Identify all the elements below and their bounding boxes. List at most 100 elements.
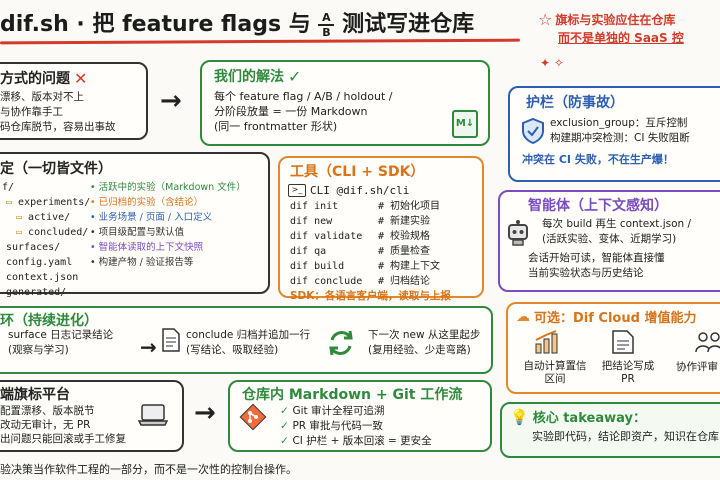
solution-line3: (同一 frontmatter 形状) (214, 120, 338, 133)
star-icon: ☆ (538, 10, 553, 29)
problem-item: 码仓库脱节，容易出事故 (0, 121, 116, 133)
cloud-item: 自动计算置信区间 (523, 360, 587, 385)
fraction-top: A (322, 11, 331, 24)
file-tree-item: context.json (2, 270, 90, 285)
folder-tree-item: ▭ concluded/ (2, 225, 90, 240)
problem-item: 与协作靠手工 (0, 106, 63, 118)
command-row: dif validate# 校验规格 (290, 229, 482, 244)
guardrail-item: 构建期冲突检测：CI 失败阻断 (550, 132, 690, 144)
solution-box: 我们的解法 ✓ 每个 feature flag / A/B / holdout … (200, 60, 490, 146)
command-name: dif qa (290, 246, 327, 257)
takeaway-heading: 核心 takeaway： (532, 411, 646, 426)
tree-label: surfaces/ (6, 242, 61, 253)
platform-item: 出问题只能回滚或手工修复 (0, 433, 126, 445)
file-tree-item: f/ (2, 180, 90, 195)
command-description: # 质量检查 (378, 246, 431, 257)
loop-step3-line2: (复用经验、少走弯路) (368, 344, 471, 356)
bullet-dot-icon: • (90, 257, 99, 268)
check-icon: ✓ (280, 405, 293, 417)
tools-box: 工具（CLI + SDK） >_ CLI @dif.sh/cli dif ini… (278, 156, 484, 302)
title-part2: 测试写进仓库 (342, 12, 475, 37)
file-note-label: 活跃中的实验（Markdown 文件） (98, 182, 246, 193)
shield-icon (522, 117, 544, 148)
tree-label: concluded/ (28, 227, 89, 238)
workflow-item-label: CI 护栏 + 版本回滚 = 更安全 (292, 435, 432, 447)
tagline-line1: 旗标与实验应住在仓库 (555, 13, 676, 27)
cloud-item: 协作评审 (676, 361, 718, 373)
file-tree-item: config.yaml (2, 255, 90, 270)
file-note-label: 业务场景 / 页面 / 入口定义 (98, 212, 213, 223)
sparkle-icon: ✦ ✧ (540, 56, 564, 70)
workflow-item: ✓ PR 审批与代码一致 (280, 419, 490, 434)
folder-tree-item: ▭ active/ (2, 210, 90, 225)
file-note: • 业务场景 / 页面 / 入口定义 (90, 210, 246, 225)
folder-icon: ▭ (16, 212, 29, 223)
tagline-line2: 而不是单独的 SaaS 控 (558, 31, 684, 45)
command-description: # 校验规格 (378, 231, 431, 242)
arrow-right-icon: → (140, 335, 157, 359)
workflow-heading: 仓库内 Markdown + Git 工作流 (242, 387, 463, 403)
loop-step1-line1: surface 日志记录结论 (8, 329, 114, 341)
workflow-box: 仓库内 Markdown + Git 工作流 ✓ Git 审计全程可追溯✓ PR… (228, 380, 492, 452)
tools-heading: 工具（CLI + SDK） (290, 164, 425, 180)
command-name: dif build (290, 261, 345, 272)
command-row: dif qa # 质量检查 (290, 244, 482, 259)
title-part1: dif.sh · 把 feature flags 与 (0, 12, 311, 37)
fraction-bottom: B (322, 26, 331, 39)
workflow-item-label: Git 审计全程可追溯 (292, 405, 385, 417)
bullet-dot-icon: • (90, 182, 99, 193)
tree-label: f/ (2, 182, 15, 193)
refresh-cycle-icon (326, 328, 356, 362)
cli-title: CLI @dif.sh/cli (310, 184, 410, 197)
command-description: # 构建上下文 (378, 261, 441, 272)
loop-step1-line2: (观察与学习) (8, 344, 69, 356)
workflow-item: ✓ CI 护栏 + 版本回滚 = 更安全 (280, 434, 490, 449)
cloud-heading: 可选：Dif Cloud 增值能力 (534, 311, 697, 326)
file-note-label: 已归档的实验（含结论） (98, 197, 204, 208)
loop-step3-line1: 下一次 new 从这里起步 (368, 329, 481, 341)
bullet-dot-icon: • (90, 197, 99, 208)
title-underline (0, 38, 521, 45)
command-description: # 初始化项目 (378, 201, 441, 212)
agent-line1: 每次 build 再生 context.json / (542, 218, 692, 230)
command-name: dif init (290, 201, 339, 212)
command-row: dif new# 新建实验 (290, 214, 482, 229)
workflow-item-label: PR 审批与代码一致 (292, 420, 383, 432)
bullet-dot-icon: • (90, 227, 99, 238)
bar-chart-icon (534, 330, 564, 358)
command-row: dif conclude# 归档结论 (290, 274, 482, 289)
cross-icon: ✕ (74, 68, 88, 88)
guardrails-heading: 护栏（防事故） (526, 95, 624, 111)
folder-tree-item: ▭ experiments/ (2, 195, 90, 210)
file-tree: f/▭ experiments/▭ active/▭ concluded/sur… (2, 180, 90, 300)
file-tree-item: surfaces/ (2, 240, 90, 255)
platform-item: 配置漂移、版本脱节 (0, 405, 95, 417)
people-icon (694, 330, 720, 358)
git-icon (239, 403, 267, 434)
solution-heading: 我们的解法 (214, 69, 284, 85)
workflow-item: ✓ Git 审计全程可追溯 (280, 404, 490, 419)
lightbulb-icon: 💡 (510, 407, 529, 426)
check-icon: ✓ (288, 66, 302, 86)
tree-label: generated/ (6, 287, 67, 298)
loop-step2-line2: (写结论、吸取经验) (186, 344, 279, 356)
loop-step2-line1: conclude 归档并追加一行 (186, 329, 311, 341)
agent-box: 智能体（上下文感知） 每次 build 再生 context.json / (活… (498, 190, 720, 292)
pr-document-icon (612, 330, 634, 358)
loop-heading: 环（持续进化） (0, 313, 98, 329)
file-tree-item: generated/ (2, 285, 90, 300)
file-note: • 活跃中的实验（Markdown 文件） (90, 180, 246, 195)
guardrail-item: exclusion_group：互斥控制 (550, 117, 688, 129)
command-description: # 归档结论 (378, 276, 431, 287)
file-note-label: 构建产物 / 验证报告等 (98, 257, 194, 268)
bullet-dot-icon: • (90, 212, 99, 223)
file-notes: • 活跃中的实验（Markdown 文件）• 已归档的实验（含结论）• 业务场景… (90, 180, 246, 270)
agent-line2: (活跃实验、变体、近期学习) (542, 233, 677, 245)
cloud-box: ☁ 可选：Dif Cloud 增值能力 自动计算置信区间 把结论写成 PR 协作… (506, 302, 720, 394)
folder-icon: ▭ (16, 227, 29, 238)
guardrail-highlight: 冲突在 CI 失败，不在生产爆！ (522, 153, 674, 166)
tagline: ☆ 旗标与实验应住在仓库 而不是单独的 SaaS 控 (538, 10, 720, 46)
page-title: dif.sh · 把 feature flags 与 A B 测试写进仓库 (0, 6, 540, 38)
file-note: • 构建产物 / 验证报告等 (90, 255, 246, 270)
